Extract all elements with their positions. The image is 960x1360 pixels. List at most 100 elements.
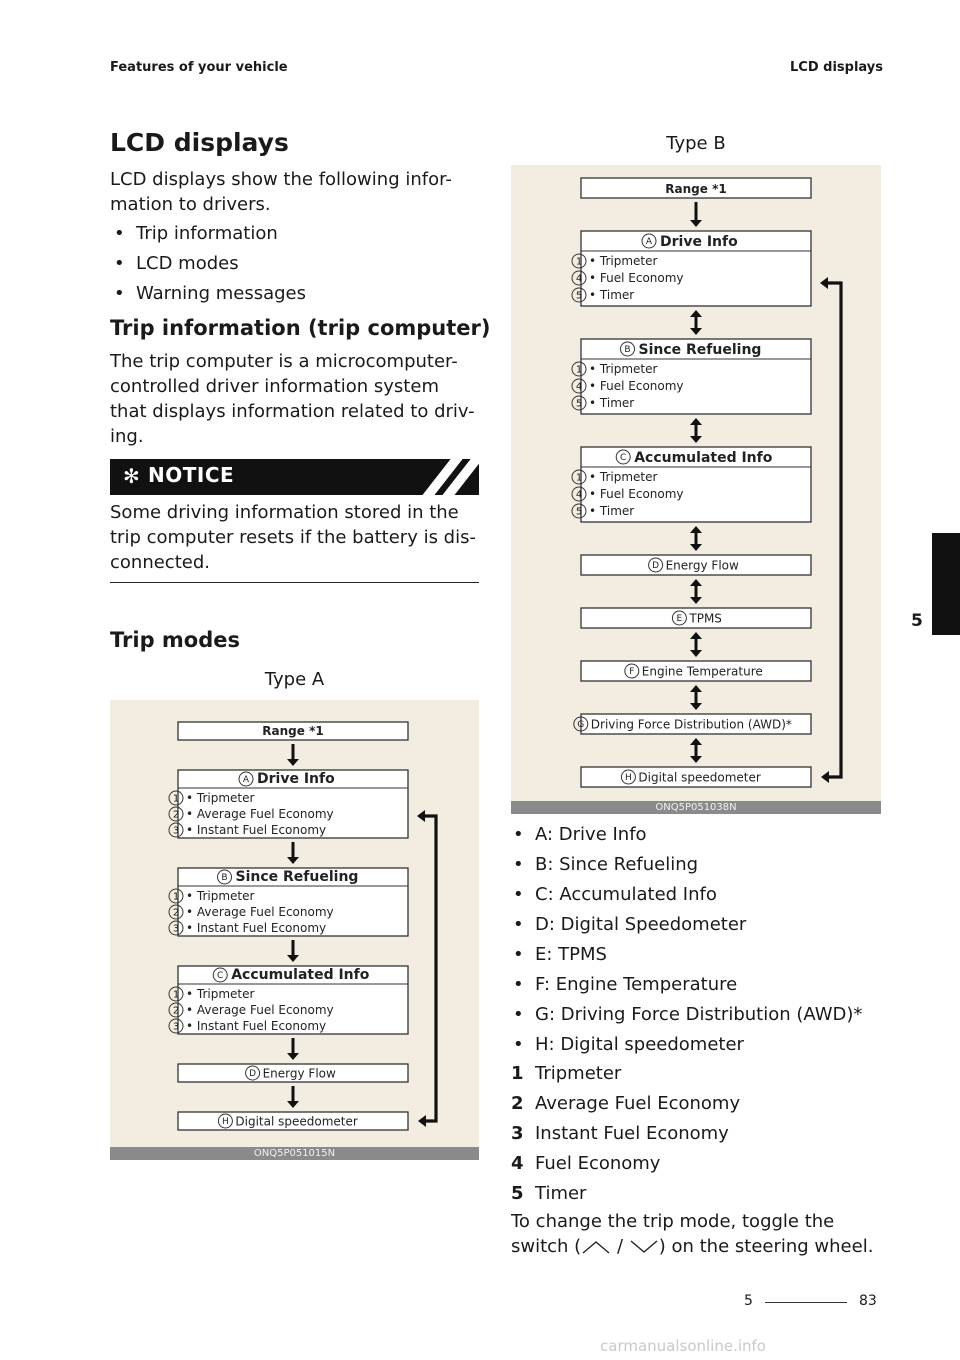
arrow-head (690, 220, 702, 227)
chevron-down-icon (630, 1240, 658, 1253)
letter-legend-list: A: Drive Info B: Since Refueling C: Accu… (513, 822, 862, 1057)
list-item: F: Engine Temperature (513, 972, 862, 997)
badge-circle (620, 769, 636, 785)
list-item: C: Accumulated Info (513, 882, 862, 907)
text-fragment: / (611, 1236, 629, 1257)
badge-label: 1 (173, 990, 179, 1001)
list-item: H: Digital speedometer (513, 1032, 862, 1057)
chevron-up-icon (582, 1241, 610, 1254)
badge-circle (168, 986, 184, 1002)
badge-label: 3 (173, 826, 179, 837)
list-item: B: Since Refueling (513, 852, 862, 877)
badge-label: D (652, 561, 659, 571)
item-text: Timer (535, 1183, 587, 1204)
arrow-head (690, 526, 702, 533)
badge-label: 4 (576, 382, 582, 393)
notice-text: Some driving information stored in the t… (110, 500, 485, 575)
badge-circle (168, 790, 184, 806)
text-line: To change the trip mode, toggle the (511, 1211, 835, 1232)
badge-label: 5 (576, 291, 582, 302)
group-item: • Instant Fuel Economy (186, 921, 326, 935)
badge-label: 2 (173, 908, 179, 919)
item-number: 5 (511, 1183, 524, 1204)
chapter-side-tab (932, 533, 960, 635)
group-item: • Instant Fuel Economy (186, 823, 326, 837)
mode-box (177, 1111, 409, 1131)
group-item: • Tripmeter (186, 791, 255, 805)
badge-label: F (629, 667, 634, 677)
badge-label: C (620, 453, 626, 463)
text-line: ing. (110, 426, 144, 447)
item-number: 1 (511, 1063, 524, 1084)
group-item: • Timer (589, 396, 634, 410)
notice-banner: ✻ NOTICE (110, 459, 479, 495)
intro-bullet-list: Trip information LCD modes Warning messa… (114, 221, 306, 306)
badge-circle (671, 610, 687, 626)
badge-label: 1 (173, 794, 179, 805)
text-line: switch ( / ) on the steering wheel. (511, 1234, 891, 1259)
return-loop-head (417, 810, 425, 822)
intro-line: mation to drivers. (110, 194, 271, 215)
badge-label: B (221, 873, 227, 883)
badge-label: 3 (173, 924, 179, 935)
badge-label: 2 (173, 1006, 179, 1017)
footer-chapter: 5 (744, 1293, 753, 1309)
intro-text: LCD displays show the following infor- m… (110, 167, 480, 217)
mode-box (580, 607, 812, 629)
badge-circle (168, 822, 184, 838)
text-line: that displays information related to dri… (110, 401, 475, 422)
badge-label: 4 (576, 490, 582, 501)
return-loop-head (418, 1115, 426, 1127)
intro-line: LCD displays show the following infor- (110, 169, 452, 190)
badge-circle (641, 233, 657, 249)
group-box (177, 867, 409, 937)
arrow-head (690, 650, 702, 657)
group-item: • Fuel Economy (589, 487, 684, 501)
arrow-head (287, 1053, 299, 1060)
arrow-head (690, 436, 702, 443)
group-item: • Tripmeter (589, 470, 658, 484)
arrow-head (287, 1101, 299, 1108)
group-title: Since Refueling (236, 869, 359, 885)
arrow-head (690, 756, 702, 763)
group-item: • Average Fuel Economy (186, 905, 334, 919)
text-line: Some driving information stored in the (110, 502, 459, 523)
badge-label: 1 (576, 473, 582, 484)
list-item: Warning messages (114, 281, 306, 306)
return-loop-line (823, 281, 843, 779)
watermark: carmanualsonline.info (600, 1337, 766, 1355)
badge-circle (168, 1002, 184, 1018)
group-title: Accumulated Info (634, 450, 773, 466)
range-box (177, 721, 409, 741)
return-loop-head (821, 771, 829, 783)
arrow-head (690, 310, 702, 317)
badge-label: 1 (576, 365, 582, 376)
badge-circle (168, 904, 184, 920)
group-item: • Average Fuel Economy (186, 1003, 334, 1017)
figure-label-type-a: Type A (264, 669, 325, 690)
arrow-head (690, 579, 702, 586)
list-item: LCD modes (114, 251, 306, 276)
asterisk-icon: ✻ (123, 464, 140, 488)
running-header-right: LCD displays (790, 60, 883, 75)
arrow-head (690, 597, 702, 604)
list-item: D: Digital Speedometer (513, 912, 862, 937)
text-line: trip computer resets if the battery is d… (110, 527, 476, 548)
group-item: • Timer (589, 288, 634, 302)
badge-circle (212, 967, 228, 983)
section-heading-trip-information: Trip information (trip computer) (110, 316, 491, 340)
group-box (177, 769, 409, 839)
mode-label: Driving Force Distribution (AWD)* (591, 718, 792, 732)
range-box (580, 177, 812, 199)
page-number: 83 (859, 1293, 877, 1309)
badge-circle (620, 341, 635, 357)
group-item: • Fuel Economy (589, 271, 684, 285)
chapter-side-number: 5 (911, 611, 923, 631)
badge-label: 1 (173, 892, 179, 903)
item-text: Tripmeter (535, 1063, 622, 1084)
